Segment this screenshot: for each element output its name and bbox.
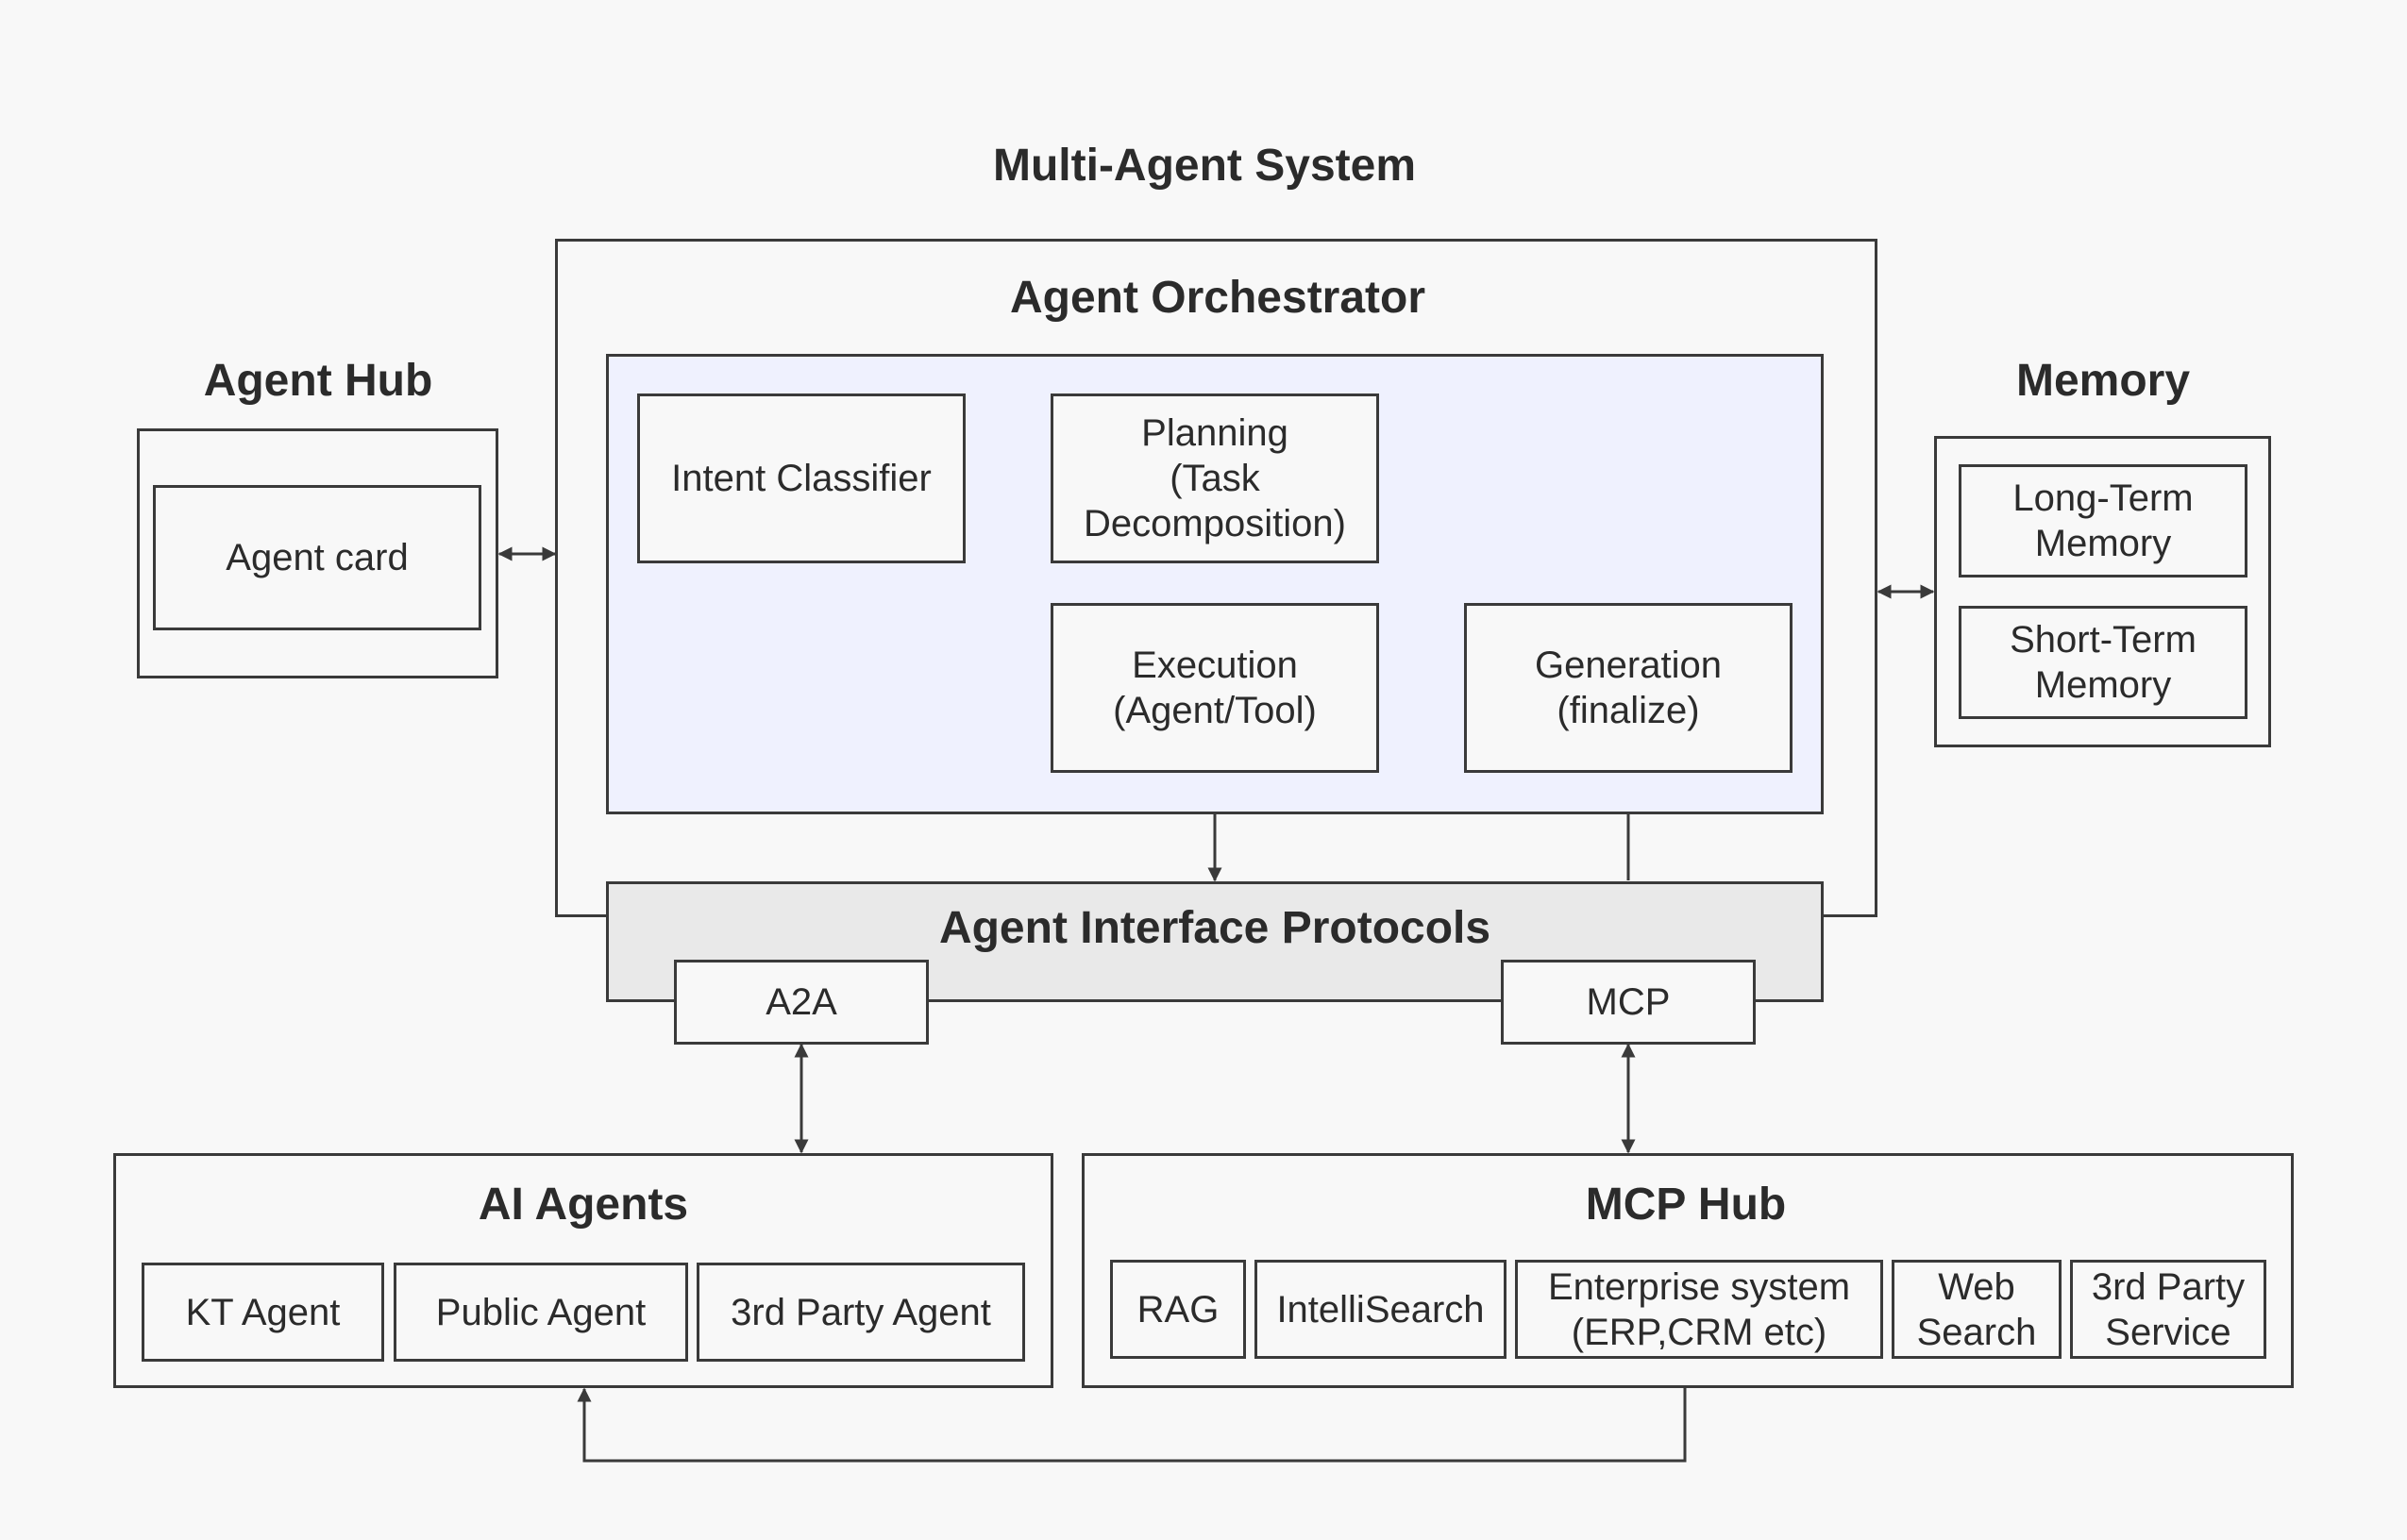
third-party-service-tool: 3rd Party Service: [2070, 1260, 2266, 1359]
public-agent: Public Agent: [394, 1263, 688, 1362]
protocols-title: Agent Interface Protocols: [938, 903, 1491, 953]
planning-box: Planning (Task Decomposition): [1051, 393, 1379, 563]
intent-classifier: Intent Classifier: [637, 393, 966, 563]
execution-box: Execution (Agent/Tool): [1051, 603, 1379, 773]
generation-box: Generation (finalize): [1464, 603, 1793, 773]
ai-agents-box: [113, 1153, 1053, 1388]
enterprise-system-tool: Enterprise system (ERP,CRM etc): [1515, 1260, 1883, 1359]
short-term-memory: Short-Term Memory: [1959, 606, 2247, 719]
third-party-agent: 3rd Party Agent: [697, 1263, 1025, 1362]
rag-tool: RAG: [1110, 1260, 1246, 1359]
mcp-hub-box: [1082, 1153, 2294, 1388]
diagram-title: Multi-Agent System: [992, 141, 1417, 191]
arrow-mcp-hub-ai-agents: [577, 1387, 1687, 1463]
memory-title: Memory: [2015, 356, 2191, 406]
intellisearch-tool: IntelliSearch: [1254, 1260, 1506, 1359]
long-term-memory: Long-Term Memory: [1959, 464, 2247, 578]
mcp-hub-title: MCP Hub: [1585, 1180, 1787, 1230]
agent-card: Agent card: [153, 485, 481, 630]
memory-box: [1934, 436, 2271, 747]
agent-hub-title: Agent Hub: [203, 356, 433, 406]
kt-agent: KT Agent: [142, 1263, 384, 1362]
agent-hub-box: [137, 428, 498, 678]
orchestrator-title: Agent Orchestrator: [1009, 273, 1426, 323]
mcp-box: MCP: [1501, 960, 1756, 1045]
a2a-box: A2A: [674, 960, 929, 1045]
ai-agents-title: AI Agents: [478, 1180, 689, 1230]
web-search-tool: Web Search: [1892, 1260, 2062, 1359]
